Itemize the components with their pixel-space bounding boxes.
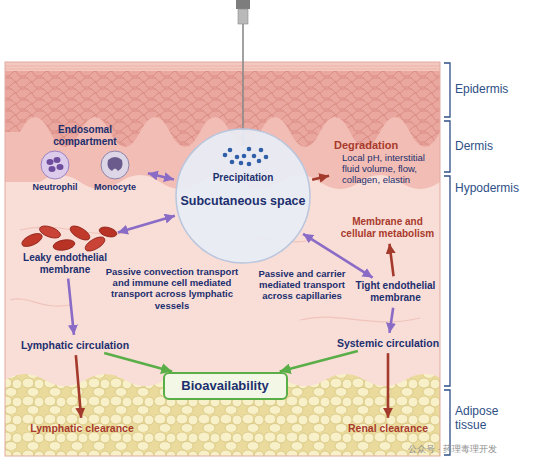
flow-arrow	[148, 173, 174, 179]
membrane-label: Tight endothelial membrane	[352, 280, 440, 304]
precipitate-dot	[230, 160, 235, 165]
flow-arrow	[389, 308, 393, 333]
flow-arrow	[387, 353, 390, 418]
needle	[236, 0, 250, 145]
process-detail: Local pH, interstitial fluid volume, flo…	[334, 152, 438, 186]
precipitate-dot	[247, 162, 252, 167]
systemic-circulation: Systemic circulation	[334, 336, 442, 350]
nucleus-lobe	[49, 166, 56, 172]
precipitate-dot	[242, 154, 247, 159]
bracket	[444, 176, 450, 386]
skin-block	[5, 62, 440, 456]
flow-arrow	[280, 351, 358, 372]
stratum-line	[5, 66, 440, 69]
precipitate-dot	[239, 161, 244, 166]
red-blood-cell	[38, 224, 62, 241]
cell-spacer	[15, 220, 115, 252]
process-label: Membrane and cellular metabolism	[338, 216, 438, 240]
flow-arrow	[76, 355, 81, 418]
transport-note: Passive convection transport and immune …	[98, 266, 246, 311]
endosomal-compartment: Endosomal compartmentNeutrophilMonocyte	[25, 124, 145, 192]
monocyte-cell	[101, 151, 129, 179]
immune-cells	[41, 151, 129, 179]
circulation-label: Lymphatic circulation	[20, 339, 130, 351]
stratum-corneum	[5, 62, 440, 71]
cell-label: Neutrophil	[25, 182, 85, 193]
bracket	[444, 63, 450, 117]
precipitate-dot	[264, 155, 269, 160]
precipitate-dot	[257, 159, 262, 164]
cell-label: Monocyte	[85, 182, 145, 193]
layer-name: Epidermis	[455, 82, 508, 96]
precipitate-dot	[228, 148, 233, 153]
tight-membrane: Tight endothelial membrane	[350, 279, 442, 305]
layer-brackets	[444, 63, 450, 455]
circulation-label: Systemic circulation	[336, 337, 440, 349]
red-blood-cell	[68, 223, 92, 243]
red-blood-cell	[83, 234, 107, 254]
clearance-label: Renal clearance	[348, 422, 429, 434]
monocyte-nucleus	[108, 157, 123, 171]
cell-row: NeutrophilMonocyte	[25, 182, 145, 193]
space-title: Subcutaneous space	[180, 194, 305, 209]
red-blood-cell	[20, 231, 44, 249]
watermark: 公众号 · 药理毒理开发	[408, 444, 497, 455]
precipitate-dot	[252, 154, 257, 159]
precipitate-dot	[223, 153, 228, 158]
flow-arrow	[118, 216, 175, 233]
layer-name: Hypodermis	[455, 181, 519, 195]
lymphatic-clearance: Lymphatic clearance	[28, 421, 137, 435]
adipose-layer	[5, 374, 440, 456]
nucleus-lobe	[57, 164, 64, 170]
compartment-title: Endosomal compartment	[40, 124, 130, 148]
clearance-label: Lymphatic clearance	[30, 422, 135, 434]
renal-clearance: Renal clearance	[346, 421, 431, 435]
needle-shaft	[242, 24, 244, 145]
precipitate-dot	[235, 155, 240, 160]
cell-spacer	[25, 148, 145, 182]
flow-arrow	[68, 279, 74, 335]
bracket	[444, 121, 450, 172]
flow-arrow	[312, 176, 329, 180]
needle-hub	[236, 0, 250, 9]
degradation-note: DegradationLocal pH, interstitial fluid …	[332, 138, 440, 187]
process-title: Degradation	[334, 139, 438, 152]
precipitate-dot	[259, 148, 264, 153]
neutrophil-cell	[41, 151, 69, 179]
nucleus-lobe	[54, 157, 61, 163]
outcome-label: Bioavailability	[181, 378, 270, 393]
space-circle	[176, 129, 310, 263]
layer-name: Adipose tissue	[455, 404, 515, 432]
needle-hub	[238, 9, 248, 24]
layer-name: Dermis	[455, 139, 493, 153]
metabolism-label: Membrane and cellular metabolism	[336, 215, 440, 241]
red-blood-cell	[98, 225, 118, 238]
lymphatic-circulation: Lymphatic circulation	[18, 338, 132, 352]
bioavailability-box: Bioavailability	[163, 372, 288, 399]
subcutaneous-space-circle: PrecipitationSubcutaneous space	[175, 128, 311, 264]
precipitate-dot	[247, 147, 252, 152]
nucleus-lobe	[47, 159, 54, 165]
red-blood-cells	[20, 223, 118, 254]
transport-note: Passive and carrier mediated transport a…	[252, 268, 352, 302]
flow-arrow	[104, 353, 172, 372]
process-label: Precipitation	[213, 172, 274, 184]
red-blood-cell	[52, 238, 75, 252]
leaky-membrane: Leaky endothelial membrane	[15, 220, 115, 276]
membrane-label: Leaky endothelial membrane	[15, 252, 115, 276]
flow-arrow	[389, 244, 393, 276]
skin-outline	[5, 62, 440, 456]
